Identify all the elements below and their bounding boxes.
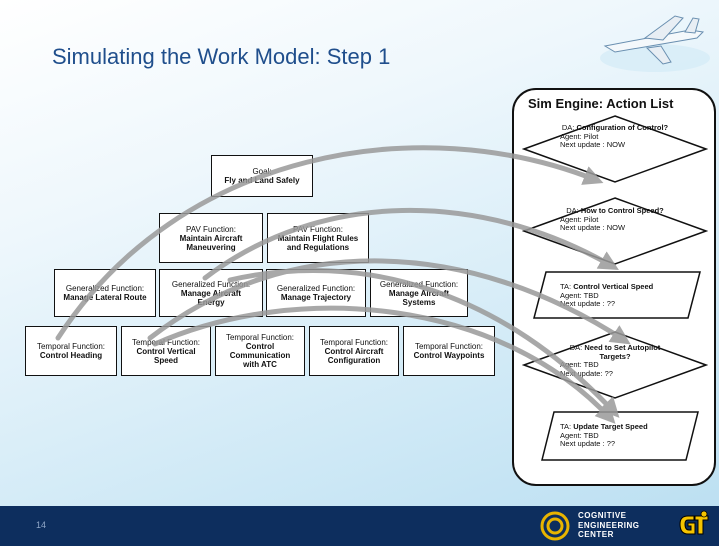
temporal-function-name-cont: Communication: [229, 351, 291, 360]
temporal-function-box-4: Temporal Function: Control Aircraft Conf…: [309, 326, 399, 376]
cec-line-1: COGNITIVE: [578, 511, 627, 520]
action-item-4: DA: Need to Set Autopilot Targets? Agent…: [560, 343, 670, 378]
generalized-function-box-3: Generalized Function: Manage Trajectory: [266, 269, 366, 317]
generalized-function-name: Manage Trajectory: [280, 293, 352, 302]
temporal-function-label: Temporal Function:: [36, 342, 106, 351]
goal-box: Goal: Fly and Land Safely: [211, 155, 313, 197]
temporal-function-label: Temporal Function:: [225, 333, 295, 342]
generalized-function-label: Generalized Function:: [379, 279, 459, 289]
action-type: DA:: [566, 206, 581, 215]
action-item-2: DA: How to Control Speed? Agent: Pilot N…: [560, 206, 670, 233]
generalized-function-name-cont: Energy: [197, 297, 225, 307]
generalized-function-name: Manage Aircraft: [180, 288, 242, 298]
generalized-function-name-cont: Systems: [402, 297, 436, 307]
action-next-update: Next update: ??: [560, 368, 613, 378]
action-type: TA:: [560, 422, 574, 431]
temporal-function-name: Control Waypoints: [413, 351, 485, 360]
temporal-function-name: Control Heading: [39, 351, 103, 360]
action-next-update: Next update : ??: [560, 299, 616, 308]
action-name: Need to Set Autopilot Targets?: [584, 343, 661, 361]
temporal-function-label: Temporal Function:: [319, 337, 389, 347]
cec-logo-text: COGNITIVE ENGINEERING CENTER: [578, 511, 640, 540]
action-next-update: Next update : NOW: [560, 223, 626, 232]
generalized-function-name: Manage Lateral Route: [63, 293, 147, 302]
action-agent: Agent: TBD: [560, 430, 599, 440]
temporal-function-label: Temporal Function:: [131, 337, 201, 347]
generalized-function-box-1: Generalized Function: Manage Lateral Rou…: [54, 269, 156, 317]
action-type: TA:: [560, 282, 574, 291]
goal-name: Fly and Land Safely: [224, 176, 300, 185]
action-name: How to Control Speed?: [580, 206, 664, 215]
generalized-function-label: Generalized Function:: [171, 279, 251, 289]
goal-label: Goal:: [252, 167, 272, 176]
temporal-action-parallelogram: [541, 411, 699, 461]
action-item-5: TA: Update Target Speed Agent: TBD Next …: [560, 422, 685, 449]
action-agent: Agent: Pilot: [560, 131, 599, 141]
page-number: 14: [36, 520, 47, 530]
cec-line-3: CENTER: [578, 530, 614, 539]
cec-logo-icon: [540, 511, 570, 541]
generalized-function-box-4: Generalized Function: Manage Aircraft Sy…: [370, 269, 468, 317]
action-next-update: Next update : NOW: [560, 140, 626, 149]
temporal-function-box-3: Temporal Function: Control Communication…: [215, 326, 305, 376]
temporal-function-box-5: Temporal Function: Control Waypoints: [403, 326, 495, 376]
temporal-function-box-1: Temporal Function: Control Heading: [25, 326, 117, 376]
pav-function-name-cont: and Regulations: [286, 242, 350, 252]
action-item-1: DA: Configuration of Control? Agent: Pil…: [560, 123, 670, 150]
action-name: Configuration of Control?: [576, 123, 669, 132]
action-next-update: Next update : ??: [560, 439, 616, 448]
slide-title: Simulating the Work Model: Step 1: [52, 44, 391, 69]
georgia-tech-logo-icon: [679, 510, 709, 535]
generalized-function-name: Manage Aircraft: [388, 288, 450, 298]
temporal-function-name: Control: [245, 342, 275, 351]
pav-function-box-1: PAV Function: Maintain Aircraft Maneuver…: [159, 213, 263, 263]
pav-function-name: Maintain Aircraft: [179, 233, 243, 243]
action-item-3: TA: Control Vertical Speed Agent: TBD Ne…: [560, 282, 690, 309]
temporal-function-name-cont: Configuration: [327, 355, 381, 365]
pav-function-name: Maintain Flight Rules: [277, 233, 359, 243]
temporal-function-box-2: Temporal Function: Control Vertical Spee…: [121, 326, 211, 376]
action-type: DA:: [569, 343, 585, 352]
sim-engine-title: Sim Engine: Action List: [528, 96, 674, 111]
pav-function-label: PAV Function:: [293, 224, 343, 234]
temporal-function-name-cont-2: with ATC: [243, 360, 277, 369]
pav-function-name-cont: Maneuvering: [186, 242, 236, 252]
generalized-function-label: Generalized Function:: [276, 284, 356, 293]
cec-line-2: ENGINEERING: [578, 520, 640, 530]
slide-footer: 14 COGNITIVE ENGINEERING CENTER: [0, 506, 719, 546]
pav-function-label: PAV Function:: [186, 224, 236, 234]
generalized-function-box-2: Generalized Function: Manage Aircraft En…: [159, 269, 263, 317]
airplane-image: [600, 15, 710, 72]
pav-function-box-2: PAV Function: Maintain Flight Rules and …: [267, 213, 369, 263]
temporal-function-name: Control Vertical: [136, 346, 196, 356]
action-name: Control Vertical Speed: [573, 282, 654, 291]
generalized-function-label: Generalized Function:: [65, 284, 145, 293]
action-type: DA:: [561, 123, 577, 132]
temporal-function-name-cont: Speed: [153, 355, 178, 365]
action-name: Update Target Speed: [573, 422, 648, 431]
temporal-function-name: Control Aircraft: [324, 346, 384, 356]
temporal-function-label: Temporal Function:: [414, 342, 484, 351]
